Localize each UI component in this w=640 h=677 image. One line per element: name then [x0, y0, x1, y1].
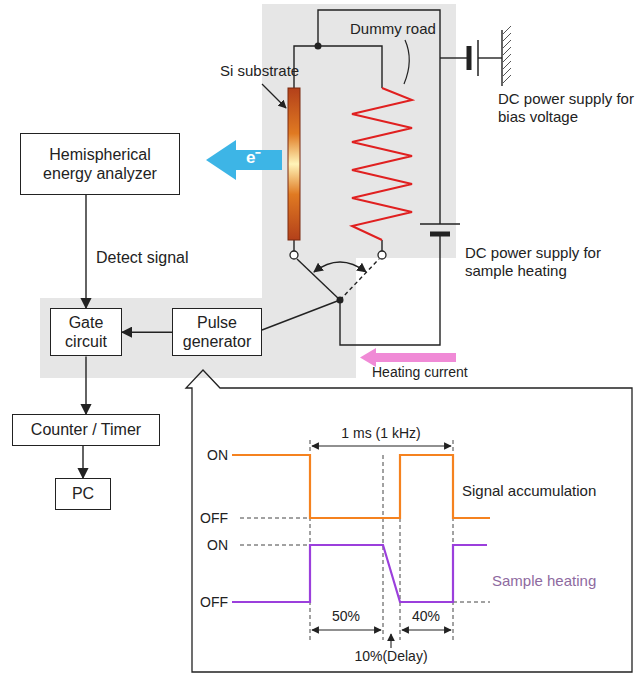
- label-text: DC power supply for sample heating: [465, 244, 635, 280]
- label-text: Sample heating: [492, 572, 596, 590]
- box-text: Counter / Timer: [31, 420, 141, 439]
- connector: [85, 195, 86, 308]
- label-text: Si substrate: [220, 62, 299, 80]
- hatch-stroke: [503, 75, 511, 83]
- battery-plate: [430, 232, 450, 237]
- process-box: PC: [55, 478, 111, 510]
- hatch-stroke: [503, 26, 511, 34]
- wire: [440, 57, 468, 58]
- label-text: ON: [207, 447, 228, 464]
- label-text: 40%: [412, 608, 440, 625]
- wire: [294, 46, 382, 88]
- dimension-arrow: [312, 629, 381, 630]
- hatch-stroke: [503, 54, 511, 62]
- label-text: 50%: [332, 608, 360, 625]
- wire: [293, 240, 294, 251]
- wire: [381, 240, 382, 251]
- process-box: Gate circuit: [50, 308, 122, 356]
- battery-plate: [467, 46, 472, 70]
- process-box: Pulse generator: [172, 308, 262, 356]
- connector: [122, 331, 172, 332]
- callout-frame: [186, 370, 632, 672]
- label-text: e⁻: [246, 148, 261, 168]
- label-text: 1 ms (1 kHz): [341, 425, 420, 442]
- heating-waveform: [232, 545, 487, 602]
- pivot-dot: [337, 297, 344, 304]
- si-substrate: [288, 88, 300, 240]
- guide-line: [240, 545, 310, 546]
- hatch-stroke: [503, 47, 511, 55]
- label-text: Heating current: [372, 364, 468, 381]
- terminal: [290, 251, 298, 259]
- guide-line: [240, 518, 310, 519]
- hatch-stroke: [503, 33, 511, 41]
- connector: [82, 446, 83, 478]
- ground-hatch: [503, 26, 511, 83]
- hatch-stroke: [503, 68, 511, 76]
- label-text: ON: [207, 537, 228, 554]
- box-text: Hemispherical energy analyzer: [29, 145, 171, 183]
- wire: [340, 234, 440, 345]
- edge-label: Detect signal: [96, 248, 189, 267]
- switch-arc: [314, 262, 366, 272]
- hatch-stroke: [503, 61, 511, 69]
- resistor-symbol: [352, 88, 412, 240]
- leader-line: [262, 84, 286, 108]
- leader-line: [404, 40, 409, 84]
- label-text: Signal accumulation: [462, 482, 596, 500]
- process-box: Hemispherical energy analyzer: [20, 133, 180, 195]
- label-text: Dummy road: [350, 20, 436, 38]
- switch-alt: [340, 259, 379, 300]
- pointer-arrow: [390, 634, 391, 648]
- process-box: Counter / Timer: [12, 414, 160, 446]
- junction-dot: [315, 43, 322, 50]
- battery-plate: [477, 40, 479, 76]
- electron-arrow: [206, 140, 282, 180]
- label-text: DC power supply for bias voltage: [498, 90, 636, 126]
- dimension-arrow: [312, 445, 451, 446]
- guide-line: [453, 602, 490, 603]
- switch-arm: [297, 259, 340, 300]
- label-text: 10%(Delay): [354, 648, 427, 665]
- box-text: Pulse generator: [181, 313, 253, 351]
- dimension-arrow: [402, 629, 451, 630]
- hatch-stroke: [503, 40, 511, 48]
- terminal: [378, 251, 386, 259]
- connector: [85, 356, 86, 414]
- ground-line: [501, 30, 502, 86]
- battery-plate: [420, 223, 460, 225]
- box-text: Gate circuit: [59, 313, 113, 351]
- control-line: [262, 300, 340, 330]
- label-text: OFF: [200, 594, 228, 611]
- label-text: OFF: [200, 510, 228, 527]
- box-text: PC: [72, 484, 94, 503]
- signal-waveform: [232, 455, 490, 518]
- wire: [478, 57, 502, 58]
